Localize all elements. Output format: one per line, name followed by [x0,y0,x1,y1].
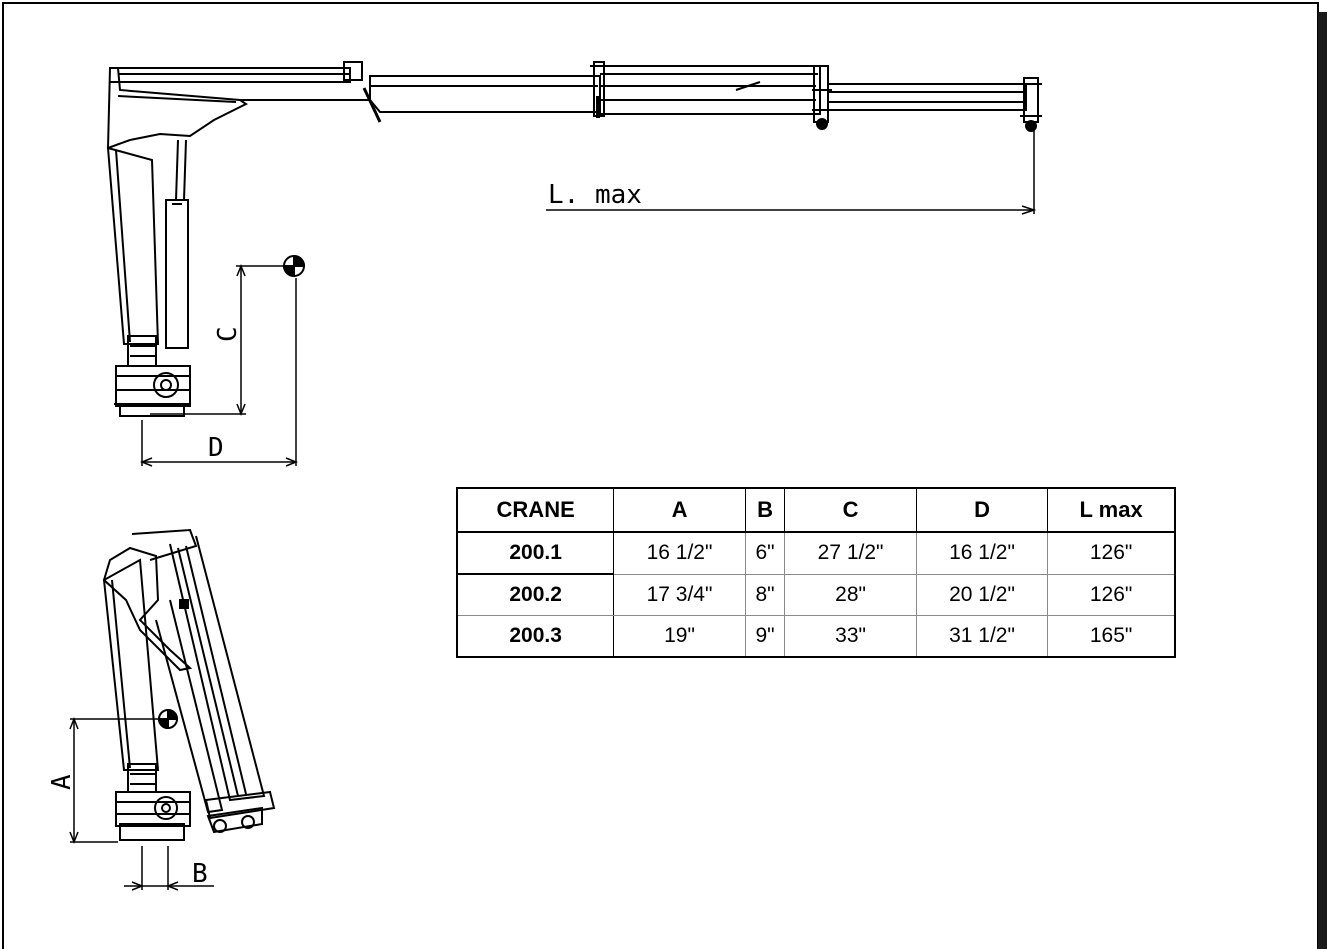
center-of-gravity-symbol [282,254,306,278]
crane-extended-view [106,61,1042,417]
crane-spec-table: CRANE A B C D L max 200.1 16 1/2" 6" 27 … [456,487,1176,658]
header-d: D [915,487,1049,533]
cell-c: 28" [784,573,917,616]
dimension-l-max [546,130,1037,215]
cell-c: 33" [784,615,917,658]
table-row: 200.2 17 3/4" 8" 28" 20 1/2" 126" [456,573,1176,616]
cell-l-max: 126" [1047,531,1176,575]
dimension-c [150,263,284,417]
cell-a: 17 3/4" [613,573,746,616]
cell-l-max: 165" [1047,615,1176,658]
cell-crane: 200.3 [456,615,615,658]
label-c: C [213,326,243,342]
cell-d: 16 1/2" [915,531,1049,575]
cell-d: 20 1/2" [915,573,1049,616]
header-crane: CRANE [456,487,615,533]
cell-l-max: 126" [1047,573,1176,616]
dimension-a [69,716,158,845]
header-c: C [784,487,917,533]
table-row: 200.1 16 1/2" 6" 27 1/2" 16 1/2" 126" [456,531,1176,575]
cell-a: 16 1/2" [613,531,746,575]
table-row: 200.3 19" 9" 33" 31 1/2" 165" [456,615,1176,658]
center-of-gravity-symbol-folded [157,708,179,730]
label-l-max: L. max [548,180,642,210]
cell-d: 31 1/2" [915,615,1049,658]
cell-crane: 200.1 [456,531,615,575]
cell-c: 27 1/2" [784,531,917,575]
label-d: D [208,433,224,463]
cell-crane: 200.2 [456,573,615,616]
cell-b: 9" [744,615,786,658]
header-l-max: L max [1047,487,1176,533]
label-b: B [192,859,208,889]
cell-b: 8" [744,573,786,616]
label-a: A [47,774,77,790]
cell-a: 19" [613,615,746,658]
dimension-b [124,846,214,891]
header-b: B [744,487,786,533]
table-header-row: CRANE A B C D L max [456,487,1176,533]
header-a: A [613,487,746,533]
dimension-d [139,278,299,467]
cell-b: 6" [744,531,786,575]
crane-folded-view [102,528,276,841]
